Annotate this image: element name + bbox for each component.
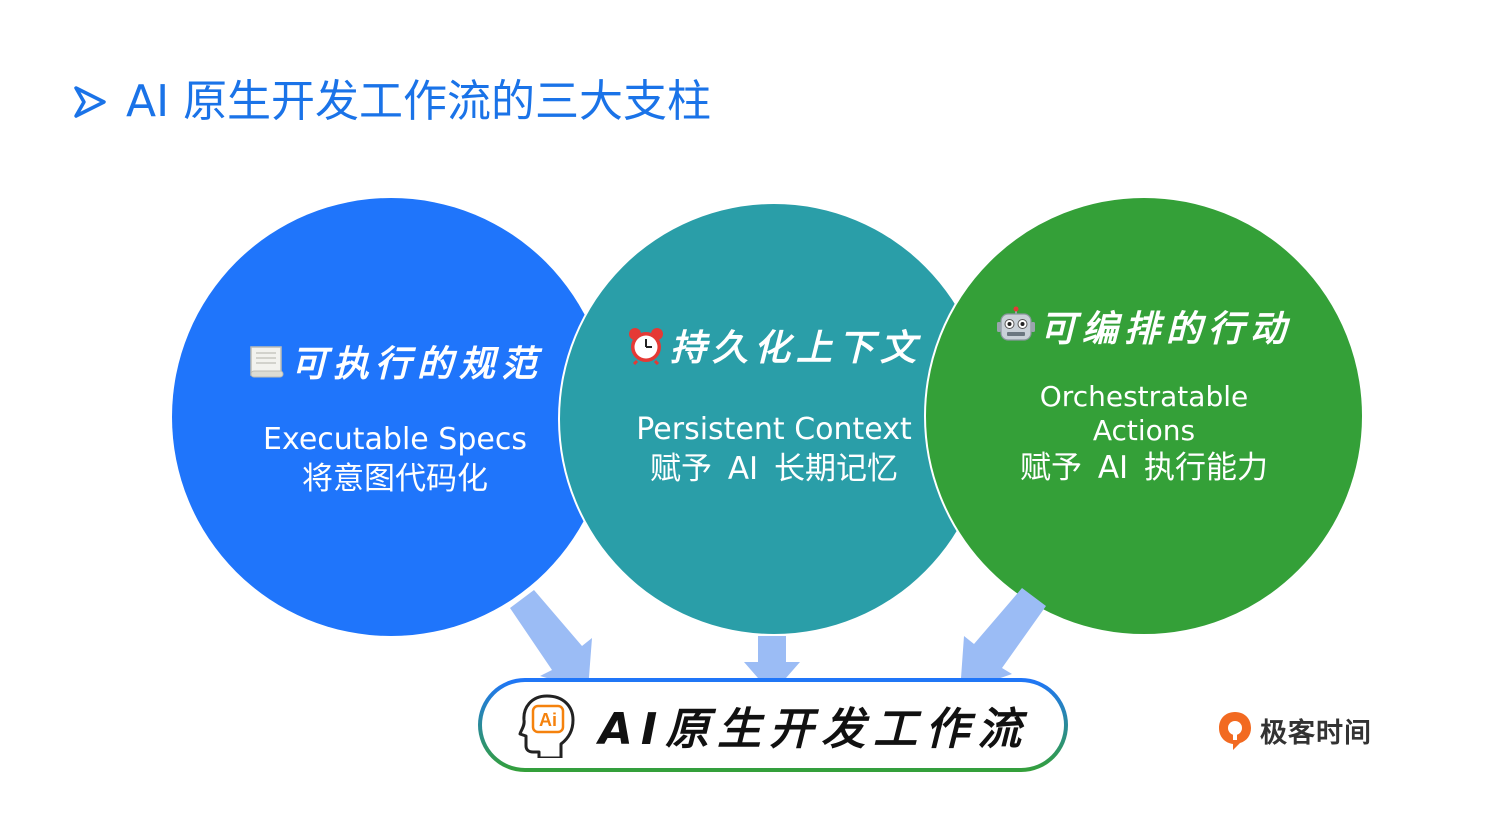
robot-icon <box>996 306 1035 341</box>
pillar-orchestratable-actions: 可编排的行动 Orchestratable Actions 赋予 AI 执行能力 <box>924 196 1364 636</box>
alarm-clock-icon <box>628 328 663 365</box>
geektime-logo-icon <box>1219 712 1251 750</box>
pillar-subtitle-en: Executable Specs <box>263 422 527 457</box>
pillar-heading: 可编排的行动 <box>996 300 1292 352</box>
arrow-center-icon <box>744 636 800 694</box>
scroll-icon <box>250 346 284 378</box>
arrow-right-icon <box>960 588 1046 692</box>
pillar-heading: 持久化上下文 <box>626 319 922 371</box>
slide-title: AI 原生开发工作流的三大支柱 <box>72 72 711 132</box>
brand-name: 极客时间 <box>1260 717 1372 749</box>
ai-head-icon-text: Ai <box>539 710 557 730</box>
pillar-subtitle-zh: 将意图代码化 <box>302 461 488 497</box>
pillar-subtitle-zh: 赋予 AI 执行能力 <box>1019 450 1269 486</box>
slide-title-text: AI 原生开发工作流的三大支柱 <box>126 76 712 127</box>
pillar-heading-text: 可执行的规范 <box>290 344 543 385</box>
pillar-heading: 可执行的规范 <box>247 335 543 387</box>
result-label: AI原生开发工作流 <box>598 704 1030 755</box>
pillar-heading-text: 持久化上下文 <box>669 328 922 369</box>
arrow-bullet-icon <box>74 86 106 118</box>
pillar-heading-text: 可编排的行动 <box>1039 309 1292 350</box>
pillar-persistent-context: 持久化上下文 Persistent Context 赋予 AI 长期记忆 <box>558 202 990 636</box>
brand-logo: 极客时间 <box>1216 710 1372 750</box>
pillar-subtitle-en-line1: Orchestratable <box>1039 380 1249 413</box>
pillar-subtitle-zh: 赋予 AI 长期记忆 <box>649 451 899 487</box>
ai-head-icon: Ai <box>518 694 575 758</box>
pillar-subtitle-en: Persistent Context <box>636 412 912 447</box>
arrow-left-icon <box>510 590 592 690</box>
pillar-subtitle-en-line2: Actions <box>1092 414 1196 447</box>
result-workflow-box: Ai AI原生开发工作流 <box>478 678 1068 772</box>
pillar-executable-specs: 可执行的规范 Executable Specs 将意图代码化 <box>172 198 610 636</box>
